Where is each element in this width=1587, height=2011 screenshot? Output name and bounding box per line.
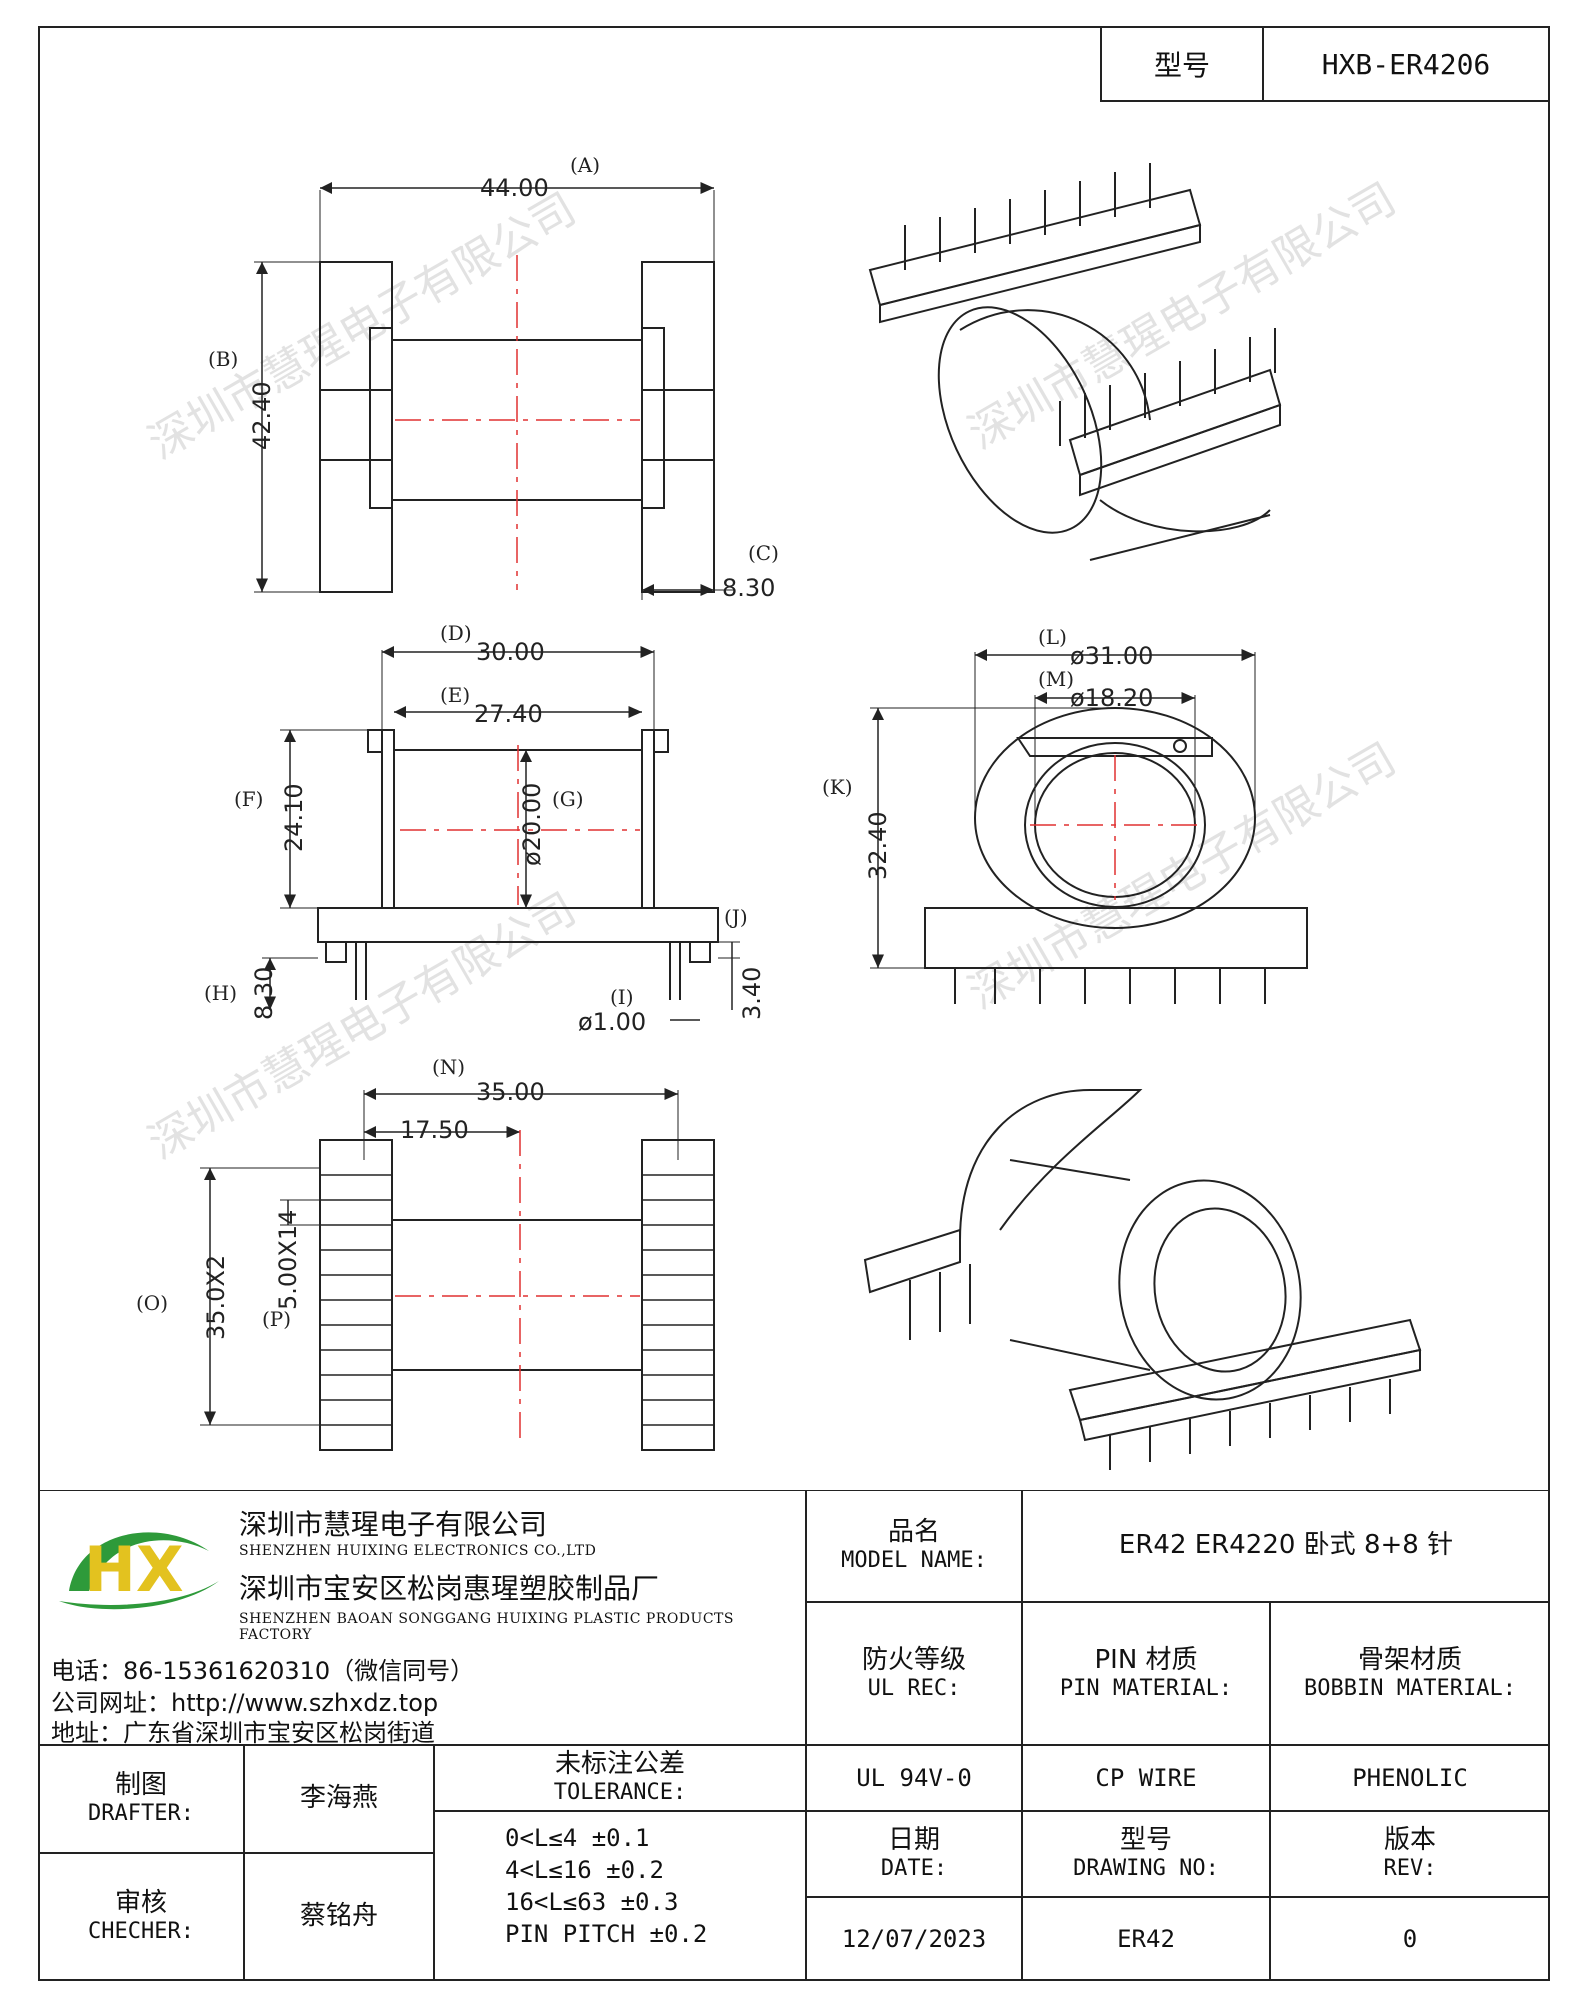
isometric-view-bottom [863,1089,1422,1470]
dim-label-n: (N) [432,1055,465,1079]
company-website: 公司网址：http://www.szhxdz.top [51,1689,439,1717]
company-logo: HX [59,1532,219,1610]
title-block: HX 深圳市慧瑆电子有限公司 SHENZHEN HUIXING ELECTRON… [38,1490,1550,1981]
dim-label-m: (M) [1038,667,1074,691]
pin-material-value: CP WIRE [1022,1745,1270,1811]
logo-text: HX [84,1533,184,1606]
tolerance-table: 0<L≤4 ±0.1 4<L≤16 ±0.2 16<L≤63 ±0.3 PIN … [434,1811,806,1981]
centerline [400,745,640,905]
bottom-view [200,1088,715,1451]
company-address: 地址：广东省深圳市宝安区松岗街道 [51,1719,435,1747]
bobbin-material-value: PHENOLIC [1270,1745,1550,1811]
model-value: HXB-ER4206 [1321,47,1491,81]
centerline [1030,755,1200,900]
dim-label-j: (J) [724,905,748,929]
watermark-text: 深圳市慧瑆电子有限公司 [140,183,585,469]
watermark-text: 深圳市慧瑆电子有限公司 [960,733,1405,1019]
factory-name-en: SHENZHEN BAOAN SONGGANG HUIXING PLASTIC … [239,1611,734,1643]
dim-value-j: 3.40 [738,967,766,1020]
model-number-box: 型号 HXB-ER4206 [1100,26,1550,102]
company-phone: 电话：86-15361620310（微信同号） [51,1657,475,1685]
dim-label-p: (P) [262,1307,291,1331]
dim-value-d: 30.00 [476,638,545,666]
tolerance-line: 0<L≤4 ±0.1 [505,1824,650,1852]
dim-label-b: (B) [208,347,238,371]
dim-value-g: ø20.00 [518,783,546,866]
model-name-value: ER42 ER4220 卧式 8+8 针 [1022,1490,1550,1602]
dim-label-o: (O) [136,1291,168,1315]
dim-label-g: (G) [552,787,584,811]
drawing-no-value: ER42 [1022,1897,1270,1981]
drafter-value: 李海燕 [244,1745,434,1853]
tolerance-line: PIN PITCH ±0.2 [505,1920,708,1948]
company-name-en: SHENZHEN HUIXING ELECTRONICS CO.,LTD [239,1543,597,1559]
dim-label-h: (H) [204,981,237,1005]
dim-label-e: (E) [440,683,470,707]
dim-value-f: 24.10 [280,783,308,852]
dim-label-a: (A) [570,153,600,177]
dim-label-d: (D) [440,621,472,645]
watermark-group: 深圳市慧瑆电子有限公司 深圳市慧瑆电子有限公司 深圳市慧瑆电子有限公司 深圳市慧… [140,173,1405,1169]
dim-value-a: 44.00 [480,174,549,202]
dim-value-m: ø18.20 [1070,684,1153,712]
dim-label-c: (C) [748,541,779,565]
centerline [395,1130,640,1445]
technical-drawing: 深圳市慧瑆电子有限公司 深圳市慧瑆电子有限公司 深圳市慧瑆电子有限公司 深圳市慧… [136,153,1422,1470]
tolerance-line: 16<L≤63 ±0.3 [505,1888,679,1916]
dim-label-i: (I) [610,985,634,1009]
company-name-cn: 深圳市慧瑆电子有限公司 [239,1508,548,1541]
tolerance-line: 4<L≤16 ±0.2 [505,1856,664,1884]
dim-value-p: 5.00X14 [274,1210,302,1310]
model-label: 型号 [1102,28,1264,100]
checker-value: 蔡铭舟 [244,1853,434,1981]
factory-name-cn: 深圳市宝安区松岗惠瑆塑胶制品厂 [239,1572,660,1605]
dim-value-b: 42.40 [248,381,276,450]
dim-label-f: (F) [234,787,263,811]
dim-value-o: 35.0X2 [202,1255,230,1340]
company-info: HX 深圳市慧瑆电子有限公司 SHENZHEN HUIXING ELECTRON… [38,1490,806,1747]
dim-value-n: 35.00 [476,1078,545,1106]
dim-value-l: ø31.00 [1070,642,1153,670]
isometric-view-top [868,163,1282,561]
ul-rec-value: UL 94V-0 [806,1745,1022,1811]
dim-value-k: 32.40 [864,811,892,880]
dim-value-e: 27.40 [474,700,543,728]
dim-value-h: 8.30 [250,967,278,1020]
dim-value-half: 17.50 [400,1116,469,1144]
dim-label-l: (L) [1038,625,1067,649]
dim-label-k: (K) [822,775,853,799]
date-value: 12/07/2023 [806,1897,1022,1981]
watermark-text: 深圳市慧瑆电子有限公司 [960,173,1405,459]
dim-value-c: 8.30 [722,574,775,602]
dim-value-i: ø1.00 [578,1008,646,1036]
front-view [870,649,1308,1004]
watermark-text: 深圳市慧瑆电子有限公司 [140,883,585,1169]
centerline [395,255,640,590]
rev-value: 0 [1270,1897,1550,1981]
